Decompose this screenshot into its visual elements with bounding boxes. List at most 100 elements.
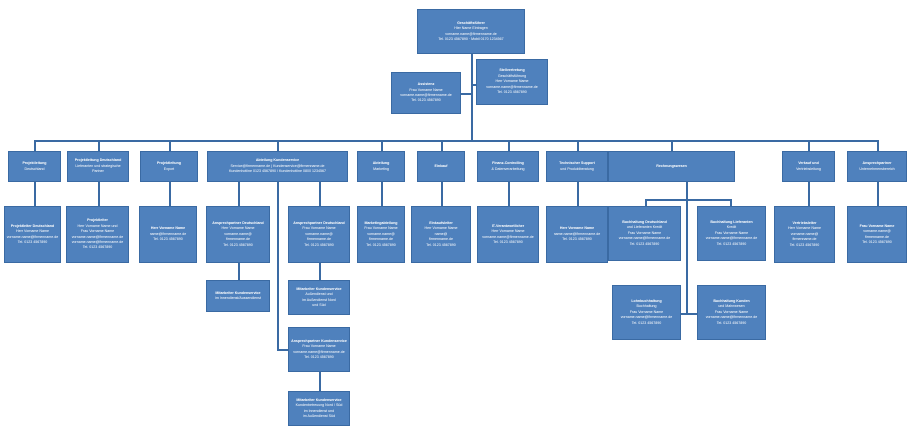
org-box-line: Kundenhotline 0123 4567890 / Kundenhotli… bbox=[229, 169, 326, 174]
connector-line bbox=[471, 54, 473, 140]
connector-line bbox=[681, 313, 697, 315]
org-box-line: Herr Vorname Name bbox=[788, 226, 821, 231]
org-box-line: Kredit bbox=[726, 225, 737, 230]
org-box-d7: Finanz-Controlling& Datenverarbeitung bbox=[477, 151, 539, 182]
org-box-line: Frau Vorname Name bbox=[629, 309, 664, 314]
org-box-title: Buchhaltung Kunden bbox=[713, 298, 750, 303]
org-box-line: Herr Vorname Name bbox=[16, 229, 49, 234]
org-box-line: Tel. 0123 4567890 bbox=[153, 237, 183, 242]
org-box-title: Einkauf bbox=[434, 163, 448, 168]
org-box-line: firmenname.de bbox=[307, 237, 331, 242]
org-box-line: im Innendienst/Aussendienst bbox=[215, 296, 261, 300]
connector-line bbox=[277, 182, 279, 349]
org-box-line: und Mahnwesen bbox=[718, 304, 745, 309]
connector-line bbox=[169, 182, 171, 206]
org-box-title: Ansprechpartner Deutschland bbox=[212, 220, 264, 225]
org-box-line: Frau Vorname Name bbox=[302, 344, 336, 349]
org-box-title: Mitarbeiter Kundenservice bbox=[215, 290, 261, 295]
org-box-line: Tel. 0123 4567890 bbox=[716, 320, 747, 325]
org-box-title: Projektleiter Deutschland bbox=[10, 223, 55, 228]
org-box-title: Herr Vorname Name bbox=[559, 226, 595, 231]
org-box-line: name@ bbox=[434, 231, 448, 236]
org-box-line: Frau Vorname Name bbox=[714, 309, 749, 314]
org-box-line: name.name@firmenname.de bbox=[553, 231, 601, 236]
org-box-line: Deutschland bbox=[24, 166, 45, 171]
org-box-line: vorname.name@firmenname.de bbox=[486, 84, 538, 89]
org-box-title: IT-Verantwortlicher bbox=[491, 223, 525, 228]
org-box-line: Tel. 0123 4567890 bbox=[411, 98, 441, 103]
org-box-line: Frau Vorname Name bbox=[302, 226, 336, 231]
org-box-d9: Rechnungswesen bbox=[608, 151, 735, 182]
org-box-line: Lieferanten und strategische bbox=[75, 163, 121, 168]
connector-line bbox=[461, 93, 471, 95]
org-box-line: firmenname.de bbox=[429, 237, 453, 242]
org-box-title: Stellvertretung bbox=[499, 68, 525, 73]
connector-line bbox=[238, 182, 240, 206]
org-box-line: Außendienst und bbox=[305, 292, 333, 297]
org-box-line: vorname.name@ bbox=[367, 231, 395, 236]
org-box-line: vorname.name@firmenname.de bbox=[445, 31, 497, 36]
connector-line bbox=[34, 140, 36, 151]
org-box-line: vorname.name@ bbox=[305, 231, 333, 236]
org-box-line: vorname.name@firmenname.de bbox=[400, 93, 452, 97]
org-box-line: Frau Vorname Name bbox=[627, 230, 662, 235]
org-box-title: Marketingabteilung bbox=[364, 220, 398, 225]
org-box-line: Frau Vorname Name bbox=[80, 229, 115, 234]
org-box-line: vorname.name@ bbox=[224, 231, 252, 236]
connector-line bbox=[381, 182, 383, 206]
org-box-title: Mitarbeiter Kundenservice bbox=[296, 397, 342, 402]
org-box-line: Tel. 0123 4567890 bbox=[631, 320, 662, 325]
connector-line bbox=[508, 182, 510, 206]
org-box-title: Abteilung Kundenservice bbox=[255, 158, 300, 163]
org-box-line: vorname.name@firmenname.de bbox=[482, 234, 534, 239]
org-box-line: Frau Vorname Name bbox=[409, 87, 443, 92]
connector-line bbox=[319, 182, 321, 206]
org-box-title: Verkauf und bbox=[798, 161, 819, 166]
connector-line bbox=[730, 199, 732, 206]
org-box-line: vorname.name@ bbox=[790, 231, 819, 236]
org-box-line: im Innendienst und bbox=[303, 408, 335, 413]
org-box-title: Projektleitung bbox=[22, 161, 47, 166]
org-box-line: Herr Vorname Name bbox=[495, 79, 529, 84]
org-box-title: Ansprechpartner Kundenservice bbox=[291, 338, 347, 343]
org-box-line: Marketing bbox=[373, 166, 389, 171]
org-box-title: Buchhaltung Lieferanten bbox=[710, 219, 753, 224]
org-box-line: vorname.name@firmenname.de bbox=[71, 234, 124, 239]
org-box-line: Herr Vorname Name bbox=[491, 229, 525, 234]
connector-line bbox=[381, 140, 383, 151]
connector-line bbox=[34, 140, 877, 142]
org-box-line: Tel. 0123 4567890 bbox=[82, 245, 113, 250]
org-box-line: und Lieferanten Kredit bbox=[626, 225, 663, 230]
org-box-title: Buchhaltung Deutschland bbox=[622, 219, 667, 224]
org-box-title: Assistenz bbox=[417, 82, 435, 87]
org-box-line: vorname.name@firmenname.de bbox=[705, 315, 758, 320]
connector-line bbox=[441, 140, 443, 151]
connector-line bbox=[645, 199, 730, 201]
org-box-line: Hier Name Eintragen bbox=[454, 26, 488, 31]
org-box-line: name@firmenname.de bbox=[149, 231, 187, 236]
connector-line bbox=[508, 140, 510, 151]
org-box-title: Vertriebsleiter bbox=[792, 220, 817, 225]
org-box-title: Mitarbeiter Kundenservice bbox=[296, 286, 342, 291]
org-box-line: Frau Vorname Name bbox=[364, 226, 398, 231]
connector-line bbox=[671, 140, 673, 151]
